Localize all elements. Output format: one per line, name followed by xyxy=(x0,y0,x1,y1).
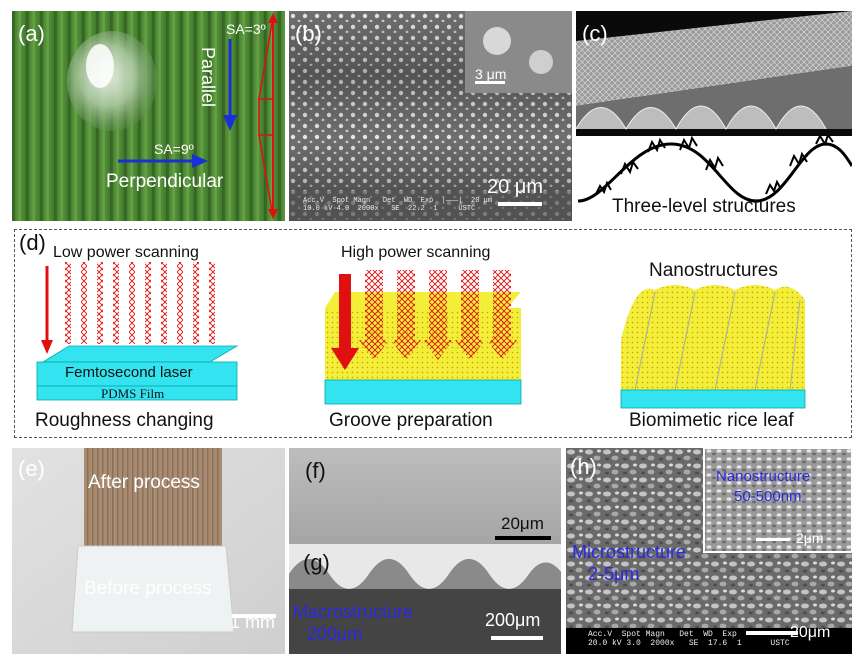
groove-preparation-text: Groove preparation xyxy=(329,410,493,431)
scale-text: 1 mm xyxy=(230,612,275,632)
macrostructure-cross-section xyxy=(289,544,561,654)
panel-c-label: (c) xyxy=(582,21,608,46)
nanostructures-text: Nanostructures xyxy=(649,260,778,281)
panel-g: (g) Macrostructure 200μm 200μm xyxy=(289,544,561,654)
macrostructure-text: Macrostructure xyxy=(293,602,414,622)
sem-microstructure-image xyxy=(566,448,852,654)
three-level-caption: Three-level structures xyxy=(612,196,796,217)
microstructure-text: Microstructure xyxy=(572,542,687,562)
sem-info-text: Acc.V Spot Magn Det WD Exp |———| 20 μm 1… xyxy=(303,197,493,213)
fabrication-process-diagram xyxy=(36,262,806,409)
pdms-film-text: PDMS Film xyxy=(101,386,165,401)
nanostructure-text: Nanostructure xyxy=(716,468,811,485)
panel-c: (c) Three-level structures xyxy=(576,11,852,221)
panel-g-label: (g) xyxy=(303,550,330,575)
panel-h: (h) Nanostructure 50-500nm 2μm Microstru… xyxy=(566,448,852,654)
panel-e: (e) After process Before process 1 mm xyxy=(12,448,285,654)
panel-e-label: (e) xyxy=(18,456,45,481)
panel-f-label: (f) xyxy=(305,458,326,483)
inset-scale-text: 3 μm xyxy=(475,66,507,82)
scale-text: 20μm xyxy=(790,624,831,641)
panel-d: (d) Low power scanning Femtosecond laser… xyxy=(14,229,852,438)
panel-b-label: (b) xyxy=(295,21,322,46)
scale-text: 200μm xyxy=(485,610,541,630)
sa-parallel-text: SA=3º xyxy=(226,21,266,37)
3d-structure-render xyxy=(576,11,852,136)
femtosecond-laser-text: Femtosecond laser xyxy=(65,364,193,381)
high-power-text: High power scanning xyxy=(341,244,491,261)
scale-text: 20μm xyxy=(501,514,544,533)
microstructure-size-text: 2-5μm xyxy=(588,564,640,584)
sa-perpendicular-text: SA=9º xyxy=(154,141,194,157)
before-process-text: Before process xyxy=(84,578,212,599)
panel-b: (b) 3 μm 20 μm Acc.V Spot Magn Det WD Ex… xyxy=(289,11,572,221)
three-level-schematic xyxy=(577,136,852,203)
rice-leaf-photo xyxy=(12,11,285,221)
sem-micropapillae-image xyxy=(289,11,572,221)
sample-photo xyxy=(12,448,285,654)
scale-bar xyxy=(495,536,551,540)
panel-a: (a) SA=3º Parallel SA=9º Perpendicular xyxy=(12,11,285,221)
panel-a-label: (a) xyxy=(18,21,45,46)
roughness-changing-text: Roughness changing xyxy=(35,410,214,431)
scale-text: 20 μm xyxy=(487,176,543,198)
parallel-text: Parallel xyxy=(198,47,218,108)
nanostructure-size-text: 50-500nm xyxy=(734,488,802,505)
biomimetic-rice-leaf-text: Biomimetic rice leaf xyxy=(629,410,794,431)
after-process-text: After process xyxy=(88,472,200,493)
panel-f: (f) 20μm xyxy=(289,448,561,544)
low-power-text: Low power scanning xyxy=(53,244,199,261)
perpendicular-text: Perpendicular xyxy=(106,171,224,192)
panel-h-label: (h) xyxy=(570,454,597,479)
sem-info-text: Acc.V Spot Magn Det WD Exp 20.0 kV 3.0 2… xyxy=(588,630,790,648)
macrostructure-size-text: 200μm xyxy=(307,624,363,644)
inset-scale-text: 2μm xyxy=(796,530,824,546)
panel-d-label: (d) xyxy=(19,230,46,255)
